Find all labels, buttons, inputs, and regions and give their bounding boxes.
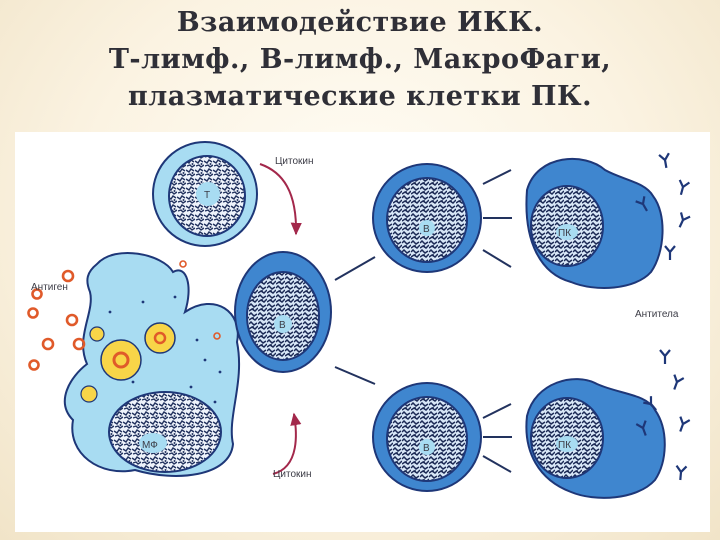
immune-cell-interaction-figure: Т МФ Антиген В Цитокин	[15, 132, 710, 532]
title-line-1: Взаимодействие ИКК.	[176, 7, 544, 38]
t-lymphocyte: Т	[152, 141, 258, 247]
antibody-icon	[678, 179, 691, 196]
antibody-icon	[659, 349, 671, 364]
plasma-cell-bottom: ПК	[525, 378, 666, 499]
macrophage-label: МФ	[142, 440, 158, 451]
title-line-2: Т-лимф., В-лимф., МакроФаги,	[108, 44, 612, 75]
plasma-cell-top: ПК	[525, 157, 664, 289]
antibody-icon	[635, 420, 647, 436]
antibody-icon	[658, 152, 670, 169]
b-cell-top-label: В	[423, 224, 430, 235]
cytokine-label-top: Цитокин	[275, 156, 314, 167]
antigen-particles	[27, 269, 86, 371]
antibodies	[635, 152, 691, 481]
connection-lines	[334, 169, 512, 473]
macrophage: МФ	[63, 251, 241, 477]
cytokine-arrow-bottom	[272, 412, 302, 475]
antibody-icon	[673, 374, 685, 390]
plasma-bottom-label: ПК	[558, 440, 571, 451]
b-lymphocyte-top: В	[372, 163, 482, 273]
b-lymphocyte-center: В	[234, 251, 332, 373]
antibody-icon	[678, 212, 691, 228]
plasma-top-label: ПК	[558, 228, 571, 239]
antibody-icon	[643, 396, 657, 411]
antigen-label: Антиген	[31, 282, 68, 293]
antibody-icon	[635, 196, 648, 212]
antibody-icon	[679, 416, 691, 432]
b-cell-center-label: В	[279, 320, 286, 331]
title-line-3: плазматические клетки ПК.	[127, 81, 593, 112]
antibodies-label: Антитела	[635, 309, 679, 320]
slide-title: Взаимодействие ИКК. Т-лимф., В-лимф., Ма…	[0, 4, 720, 115]
b-cell-bottom-label: В	[423, 443, 430, 454]
antibody-icon	[675, 464, 688, 481]
cytokine-arrow-top	[259, 163, 302, 236]
t-cell-label: Т	[204, 190, 210, 201]
antibody-icon	[664, 245, 676, 260]
cytokine-label-bottom: Цитокин	[273, 469, 312, 480]
b-lymphocyte-bottom: В	[372, 382, 482, 492]
